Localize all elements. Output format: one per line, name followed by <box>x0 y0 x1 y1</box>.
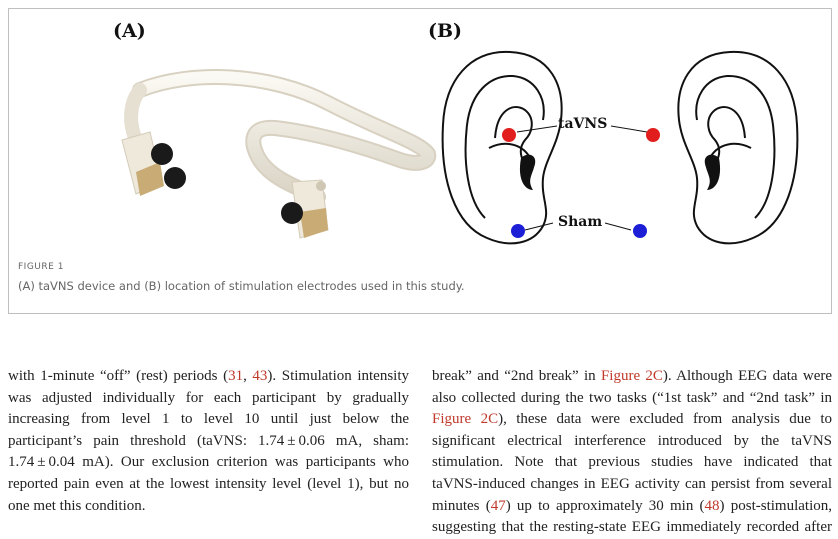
citation-link[interactable]: 47 <box>490 497 506 514</box>
text-run: 1.74 ± 0.04 mA). Our exclusion criterion… <box>8 454 409 471</box>
text-run: ). Stimulation intensity <box>267 368 409 384</box>
text-run: , <box>243 368 253 384</box>
text-line: increasing from level 1 to level 10 unti… <box>8 409 409 431</box>
right-ear-outline <box>677 50 799 245</box>
sham-leader-right <box>604 222 632 231</box>
text-line: participant’s pain threshold (taVNS: 1.7… <box>8 431 409 453</box>
sham-label: Sham <box>558 214 602 230</box>
text-line: suggesting that the resting-state EEG im… <box>432 517 832 539</box>
sham-electrode-left <box>511 224 525 238</box>
citation-link[interactable]: 43 <box>252 368 268 384</box>
sham-electrode-right <box>633 224 647 238</box>
text-line: taVNS-induced changes in EEG activity ca… <box>432 474 832 496</box>
text-run: stimulation. Note that previous studies … <box>432 454 832 471</box>
panel-a-label: (A) <box>113 20 146 42</box>
body-text-right-column: break” and “2nd break” in Figure 2C). Al… <box>432 366 832 539</box>
text-line: minutes (47) up to approximately 30 min … <box>432 496 832 518</box>
left-ear-outline <box>441 50 563 245</box>
body-text-left-column: with 1-minute “off” (rest) periods (31, … <box>8 366 409 517</box>
text-line: break” and “2nd break” in Figure 2C). Al… <box>432 366 832 388</box>
figure-link[interactable]: Figure 2C <box>600 368 663 384</box>
text-line: one met this condition. <box>8 496 409 518</box>
text-line: also collected during the two tasks (“1s… <box>432 388 832 410</box>
text-run: ) post-stimulation, <box>719 497 832 514</box>
text-run: suggesting that the resting-state EEG im… <box>432 519 832 536</box>
citation-link[interactable]: 31 <box>228 368 244 384</box>
tavns-electrode-left <box>502 128 516 142</box>
sham-leader-left <box>524 222 554 231</box>
text-run: was adjusted individually for each parti… <box>8 389 409 406</box>
tavns-leader-left <box>516 125 558 133</box>
text-run: increasing from level 1 to level 10 unti… <box>8 411 409 428</box>
tavns-device-image <box>121 69 437 239</box>
text-run: reported pain even at the lowest intensi… <box>8 475 409 492</box>
text-run: participant’s pain threshold (taVNS: 1.7… <box>8 432 409 449</box>
text-line: was adjusted individually for each parti… <box>8 388 409 410</box>
tavns-leader-right <box>610 125 648 133</box>
text-run: ). Although EEG data were <box>662 368 832 384</box>
figure-caption-heading: FIGURE 1 <box>18 262 64 272</box>
text-run: minutes ( <box>432 497 491 514</box>
text-run: one met this condition. <box>8 497 146 514</box>
tavns-electrode-right <box>646 128 660 142</box>
text-line: Figure 2C), these data were excluded fro… <box>432 409 832 431</box>
text-run: break” and “2nd break” in <box>432 368 601 384</box>
text-line: reported pain even at the lowest intensi… <box>8 474 409 496</box>
tavns-label: taVNS <box>558 116 607 132</box>
citation-link[interactable]: 48 <box>704 497 720 514</box>
figure-link[interactable]: Figure 2C <box>432 411 499 428</box>
text-run: taVNS-induced changes in EEG activity ca… <box>432 475 832 492</box>
text-run: significant electrical interference intr… <box>432 432 832 449</box>
text-line: significant electrical interference intr… <box>432 431 832 453</box>
panel-b-label: (B) <box>428 20 463 42</box>
text-line: stimulation. Note that previous studies … <box>432 452 832 474</box>
ear-electrode-diagram: taVNS Sham <box>441 50 799 245</box>
text-line: with 1-minute “off” (rest) periods (31, … <box>8 366 409 388</box>
text-run: ) up to approximately 30 min ( <box>505 497 705 514</box>
text-run: ), these data were excluded from analysi… <box>498 411 832 428</box>
figure-caption: (A) taVNS device and (B) location of sti… <box>18 279 465 293</box>
text-line: 1.74 ± 0.04 mA). Our exclusion criterion… <box>8 452 409 474</box>
text-run: with 1-minute “off” (rest) periods ( <box>8 368 229 384</box>
text-run: also collected during the two tasks (“1s… <box>432 389 832 406</box>
